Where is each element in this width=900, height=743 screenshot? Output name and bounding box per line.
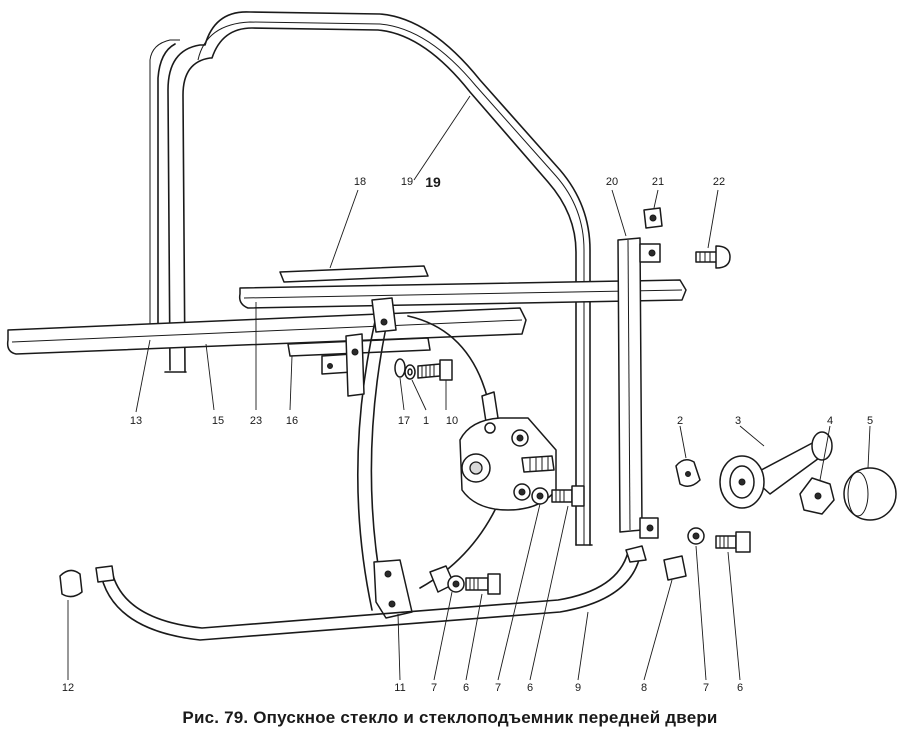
glass-lower-channel [238, 279, 687, 309]
figure-caption: Рис. 79. Опускное стекло и стеклоподъемн… [182, 708, 718, 727]
callout-6: 6 [527, 682, 533, 694]
callout-6: 6 [737, 682, 743, 694]
callout-20: 20 [606, 176, 618, 188]
callout-23: 23 [250, 415, 262, 427]
callout-15: 15 [212, 415, 224, 427]
callout-17: 17 [398, 415, 410, 427]
fasteners-right [687, 527, 751, 553]
callout-4: 4 [827, 415, 833, 427]
figure-number-label: 19 [425, 174, 441, 190]
callout-16: 16 [286, 415, 298, 427]
window-frame [164, 11, 593, 546]
callout-6: 6 [463, 682, 469, 694]
strip-18 [279, 265, 429, 283]
cap-12 [59, 569, 83, 598]
callout-12: 12 [62, 682, 74, 694]
callout-8: 8 [641, 682, 647, 694]
callout-7: 7 [431, 682, 437, 694]
callout-18: 18 [354, 176, 366, 188]
callout-9: 9 [575, 682, 581, 694]
outer-seal-strip [6, 307, 527, 355]
fasteners-bottom [447, 573, 501, 595]
callout-21: 21 [652, 176, 664, 188]
callout-2: 2 [677, 415, 683, 427]
screw-22 [695, 245, 731, 269]
clip-8 [663, 555, 687, 581]
lower-seal-9 [95, 545, 647, 641]
callout-7: 7 [495, 682, 501, 694]
rear-guide-channel [617, 237, 661, 539]
glass-pane [149, 39, 180, 330]
callout-1: 1 [423, 415, 429, 427]
window-crank-parts [675, 431, 897, 521]
callout-3: 3 [735, 415, 741, 427]
leader-lines [67, 95, 871, 681]
callout-7: 7 [703, 682, 709, 694]
callout-10: 10 [446, 415, 458, 427]
clip-21 [643, 207, 663, 229]
callout-11: 11 [394, 682, 405, 694]
fasteners-gear [531, 485, 585, 507]
callout-labels: 13 15 23 16 17 1 10 18 19 19 20 21 22 2 … [62, 174, 873, 694]
exploded-view-diagram: 13 15 23 16 17 1 10 18 19 19 20 21 22 2 … [6, 11, 897, 694]
callout-22: 22 [713, 176, 725, 188]
callout-13: 13 [130, 415, 142, 427]
left-glass-run [157, 43, 176, 341]
fasteners-top [394, 358, 453, 381]
callout-19: 19 [401, 176, 413, 188]
callout-5: 5 [867, 415, 873, 427]
